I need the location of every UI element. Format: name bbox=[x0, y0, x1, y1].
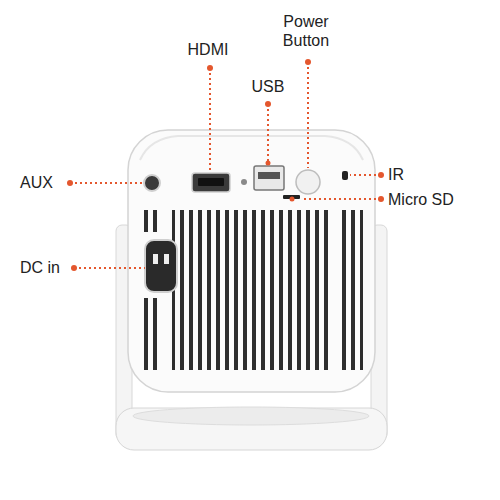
leader-dot bbox=[305, 59, 311, 65]
leader-dot bbox=[266, 161, 271, 166]
leader-dot bbox=[290, 197, 295, 202]
ir-sensor bbox=[342, 171, 348, 180]
dc-pin bbox=[153, 254, 158, 264]
part-label: IR bbox=[388, 165, 404, 184]
hdmi-slot bbox=[198, 178, 224, 186]
leader-dot bbox=[207, 65, 213, 71]
usb-port bbox=[254, 166, 284, 190]
leader-line bbox=[209, 68, 211, 170]
leader-line bbox=[70, 182, 142, 184]
vent-grille bbox=[140, 298, 162, 370]
vent-grille bbox=[341, 210, 363, 370]
leader-dot bbox=[265, 101, 271, 107]
part-label: USB bbox=[252, 77, 285, 96]
aux-port bbox=[144, 175, 160, 191]
stand-base bbox=[116, 408, 387, 450]
body-highlight bbox=[140, 136, 363, 160]
leader-line bbox=[350, 174, 381, 176]
stand-base-top bbox=[133, 407, 369, 425]
dc-pin bbox=[164, 254, 169, 264]
vent-grille bbox=[172, 210, 329, 370]
hdmi-port bbox=[192, 173, 230, 192]
part-label: AUX bbox=[20, 173, 53, 192]
part-label: HDMI bbox=[188, 40, 229, 59]
vent-grille bbox=[140, 210, 162, 232]
leader-line bbox=[74, 267, 145, 269]
power-button bbox=[296, 170, 320, 194]
projector-body bbox=[128, 130, 375, 392]
leader-dot bbox=[378, 196, 384, 202]
usb-tongue bbox=[258, 172, 280, 179]
leader-dot bbox=[378, 172, 384, 178]
part-label: Power Button bbox=[269, 12, 343, 50]
dc-socket bbox=[145, 240, 177, 292]
indicator-dot bbox=[241, 179, 247, 185]
leader-line bbox=[267, 104, 269, 163]
part-label: DC in bbox=[20, 258, 60, 277]
part-label: Micro SD bbox=[388, 190, 454, 209]
leader-dot bbox=[67, 180, 73, 186]
leader-line bbox=[302, 198, 381, 200]
leader-dot bbox=[71, 265, 77, 271]
leader-line bbox=[307, 62, 309, 168]
